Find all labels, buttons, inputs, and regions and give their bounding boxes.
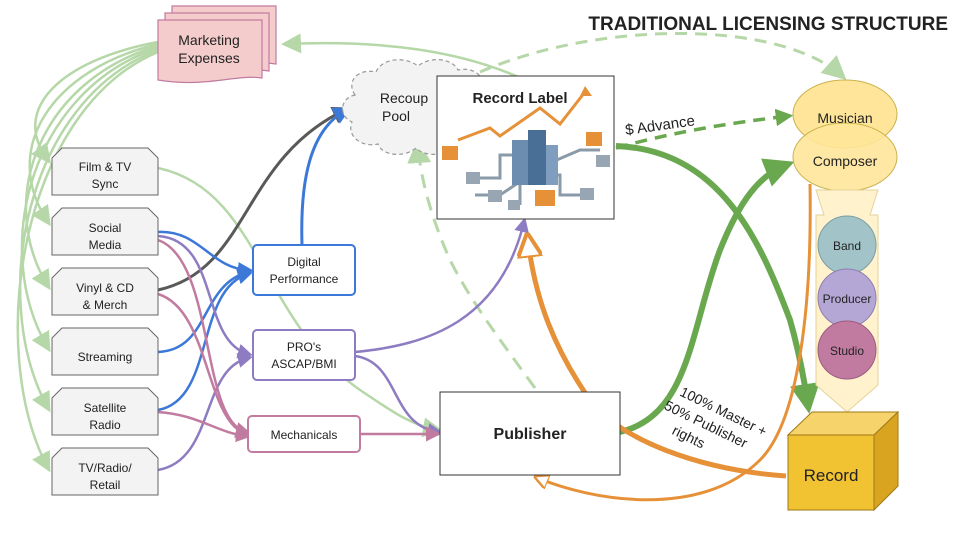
publisher-label: Publisher — [494, 426, 567, 443]
musician-composer: Musician Composer — [792, 79, 898, 192]
source-tv-radio-retail: TV/Radio/ Retail — [51, 447, 159, 496]
recoup-label-1: Recoup — [380, 90, 428, 106]
source-label: TV/Radio/ — [78, 461, 132, 475]
marketing-expenses: Marketing Expenses — [157, 5, 277, 84]
record-label: Record Label — [436, 75, 615, 220]
source-label: Social — [89, 221, 122, 235]
source-streaming: Streaming — [51, 327, 159, 376]
publisher: Publisher — [439, 391, 621, 476]
source-label: Streaming — [78, 350, 133, 364]
pros-label-2: ASCAP/BMI — [271, 357, 336, 371]
source-label: Radio — [89, 418, 121, 432]
musician-label: Musician — [817, 110, 872, 126]
record-cube: Record — [786, 410, 900, 512]
composer-label: Composer — [813, 153, 878, 169]
marketing-label-2: Expenses — [178, 50, 239, 66]
diagram-title: TRADITIONAL LICENSING STRUCTURE — [588, 14, 948, 35]
digital-label-1: Digital — [287, 255, 320, 269]
source-label: Film & TV — [79, 160, 131, 174]
marketing-label-1: Marketing — [178, 32, 239, 48]
recoup-label-2: Pool — [382, 108, 410, 124]
arrow-marketing-to-sources — [30, 40, 159, 164]
connectors — [16, 32, 847, 502]
source-label: Media — [89, 238, 122, 252]
source-social-media: Social Media — [51, 207, 159, 256]
record-label-text: Record — [804, 466, 859, 485]
arrow-publisher-to-composer — [619, 158, 795, 435]
band-label: Band — [833, 239, 861, 253]
arrow-social-to-pros — [157, 234, 253, 359]
band-producer-studio: Band Producer Studio — [817, 215, 877, 380]
arrow-digital-to-recoup — [300, 107, 352, 246]
studio-label: Studio — [830, 344, 864, 358]
network-building-icon — [442, 86, 610, 210]
source-vinyl-cd-merch: Vinyl & CD & Merch — [51, 267, 159, 316]
pros-ascap-bmi: PRO's ASCAP/BMI — [252, 329, 356, 381]
arrow-composer-to-publisher — [538, 183, 812, 502]
arrow-recoup-to-marketing — [281, 33, 526, 82]
mechanicals: Mechanicals — [247, 415, 361, 453]
producer-label: Producer — [823, 292, 872, 306]
digital-label-2: Performance — [270, 272, 339, 286]
source-label: Sync — [92, 177, 119, 191]
arrow-recoup-to-musician — [479, 32, 847, 81]
record-label-title: Record Label — [472, 90, 567, 107]
arrow-publisher-to-recoup — [407, 139, 537, 389]
arrow-pros-to-label — [354, 217, 529, 354]
mechanicals-label: Mechanicals — [271, 428, 338, 442]
arrow-social-to-mechanicals — [157, 238, 251, 437]
digital-performance: Digital Performance — [252, 244, 356, 296]
arrow-label-to-record — [615, 143, 820, 414]
source-label: Retail — [90, 478, 121, 492]
arrow-advance-to-musician — [615, 108, 794, 150]
pros-label-1: PRO's — [287, 340, 321, 354]
source-film-tv-sync: Film & TV Sync — [51, 147, 159, 196]
arrow-pros-to-publisher — [354, 354, 443, 438]
advance-label: $ Advance — [624, 112, 696, 139]
source-satellite-radio: Satellite Radio — [51, 387, 159, 436]
source-label: & Merch — [83, 298, 128, 312]
revenue-sources: Film & TV Sync Social Media Vinyl & CD &… — [51, 147, 159, 496]
source-label: Vinyl & CD — [76, 281, 134, 295]
source-label: Satellite — [84, 401, 127, 415]
arrow-sync-to-publisher — [157, 166, 443, 438]
